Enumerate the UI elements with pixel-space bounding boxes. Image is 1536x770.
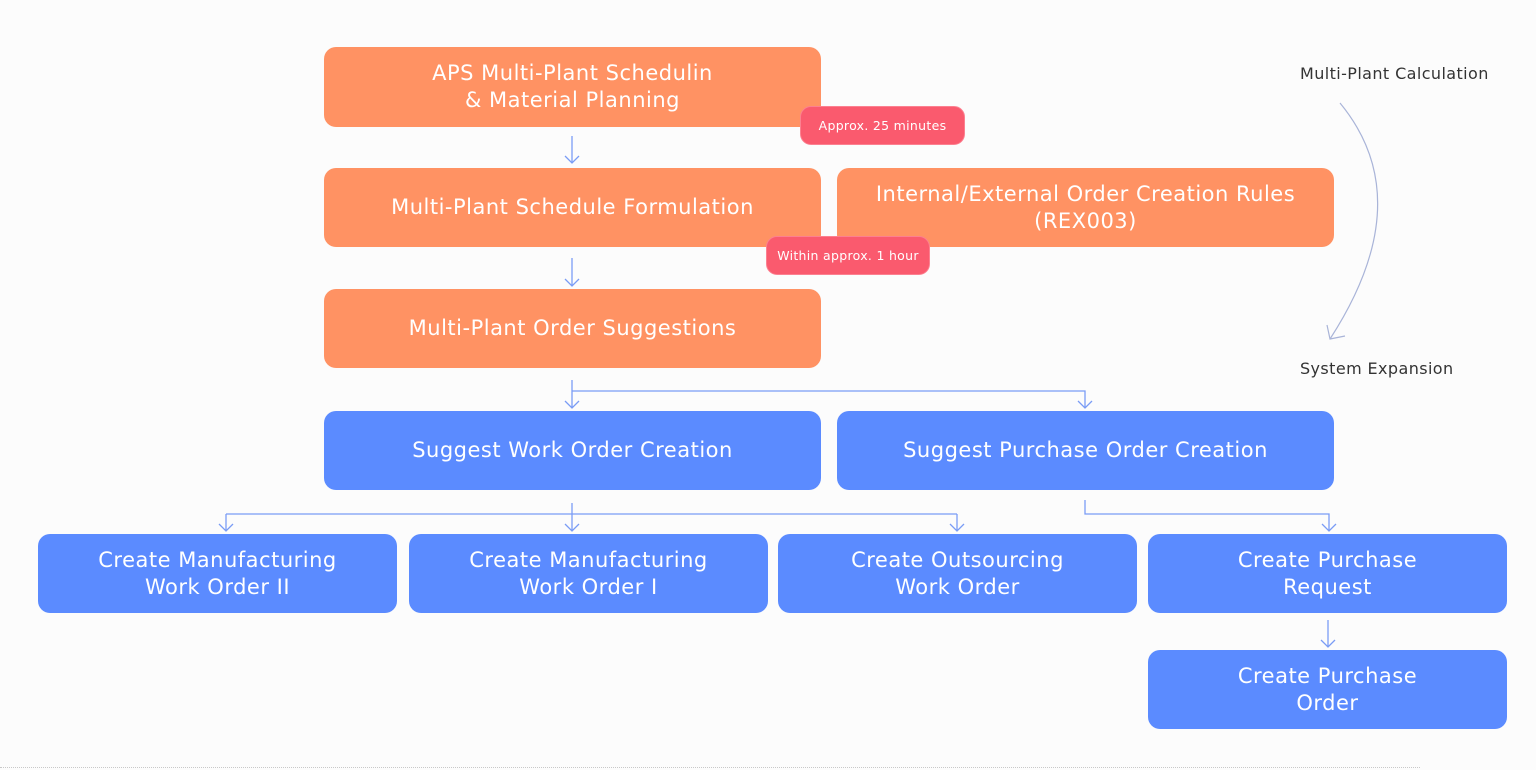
node-aps-planning: APS Multi-Plant Schedulin & Material Pla… (324, 47, 821, 127)
arrowhead (564, 155, 580, 164)
node-create-purchase-order: Create Purchase Order (1148, 650, 1507, 729)
node-order-suggestions: Multi-Plant Order Suggestions (324, 289, 821, 368)
label-system-expansion: System Expansion (1300, 359, 1454, 378)
arrowhead (1077, 400, 1093, 409)
arrowhead (949, 523, 965, 532)
node-create-outsourcing-work-order: Create Outsourcing Work Order (778, 534, 1137, 613)
node-schedule-formulation: Multi-Plant Schedule Formulation (324, 168, 821, 247)
connector-work-order-split (225, 503, 958, 531)
node-creation-rules: Internal/External Order Creation Rules (… (837, 168, 1334, 247)
label-multi-plant-calculation: Multi-Plant Calculation (1300, 64, 1489, 83)
node-create-mfg-work-order-2: Create Manufacturing Work Order II (38, 534, 397, 613)
arrowhead (218, 523, 234, 532)
badge-formulation-time: Within approx. 1 hour (766, 236, 930, 275)
node-create-purchase-request: Create Purchase Request (1148, 534, 1507, 613)
connector-purchase-split (1084, 500, 1330, 531)
node-suggest-work-order: Suggest Work Order Creation (324, 411, 821, 490)
node-create-mfg-work-order-1: Create Manufacturing Work Order I (409, 534, 768, 613)
arrowhead (1320, 639, 1336, 648)
curved-arrow (1329, 102, 1379, 340)
arrowhead (1321, 523, 1337, 532)
curved-arrowhead (1326, 324, 1346, 340)
arrowhead (564, 278, 580, 287)
connector-suggestions-split (571, 380, 1086, 408)
node-suggest-purchase-order: Suggest Purchase Order Creation (837, 411, 1334, 490)
badge-planning-time: Approx. 25 minutes (800, 106, 965, 145)
arrowhead (564, 400, 580, 409)
bottom-divider (0, 767, 1420, 768)
arrowhead (564, 523, 580, 532)
